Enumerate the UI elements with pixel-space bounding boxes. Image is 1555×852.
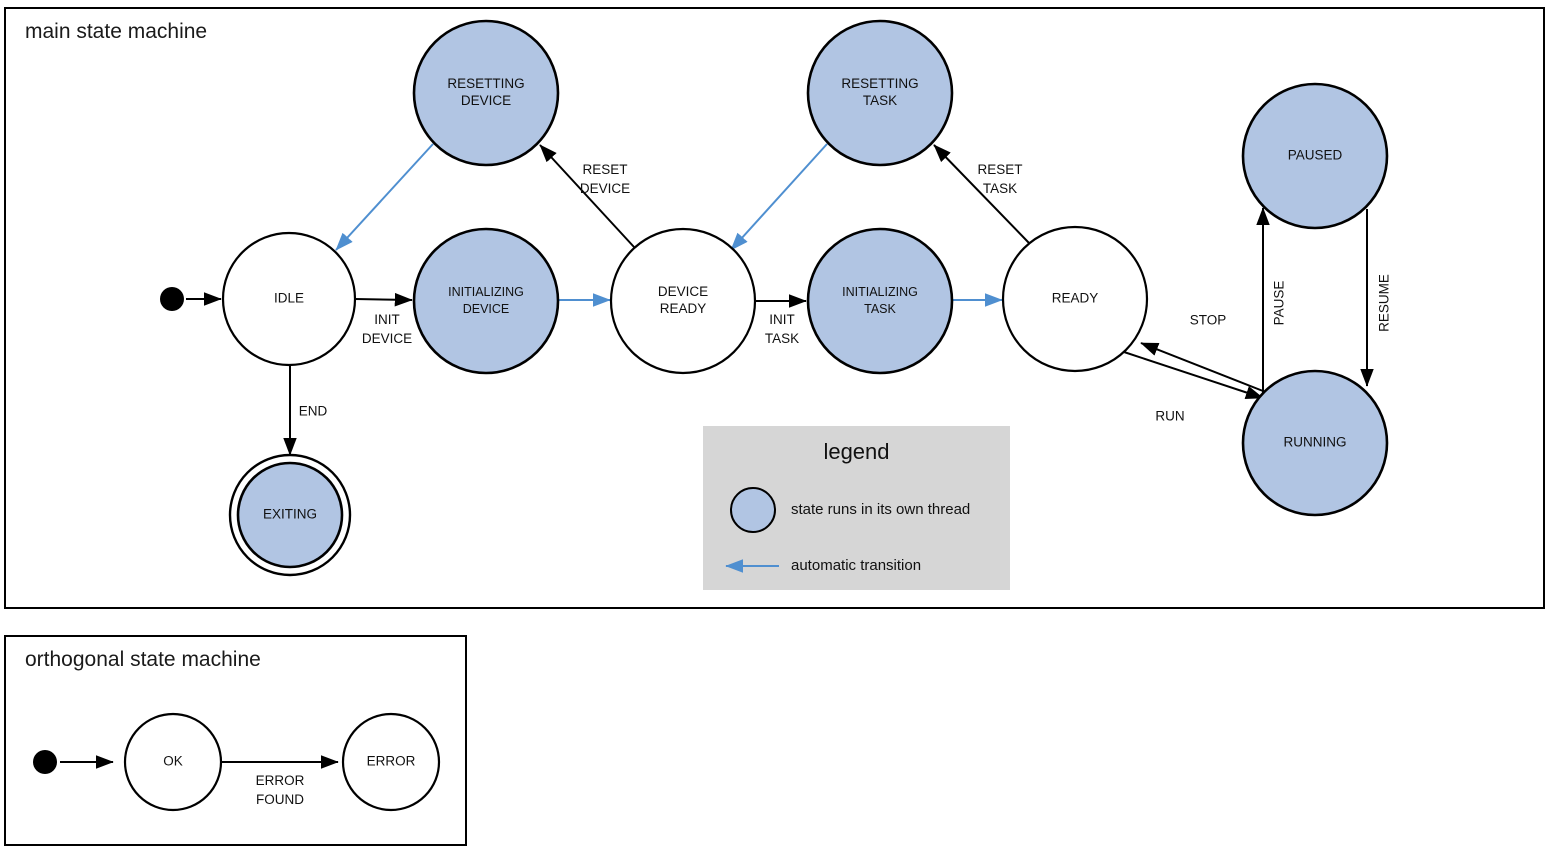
state-node-initializing-task[interactable]: INITIALIZING TASK [806, 227, 954, 375]
state-label-initializing-device: INITIALIZING [448, 285, 524, 299]
state-node-device-ready[interactable]: DEVICE READY [609, 227, 757, 375]
state-node-ok[interactable]: OK [123, 712, 223, 812]
transition-line-resetting-device-auto[interactable] [335, 143, 434, 251]
state-label-initializing-device: DEVICE [463, 302, 510, 316]
state-label-initializing-task: INITIALIZING [842, 285, 918, 299]
state-node-resetting-device[interactable]: RESETTING DEVICE [412, 19, 560, 167]
state-circle-paused[interactable] [1241, 82, 1389, 230]
transition-label-paused-resume-running: RESUME [1377, 274, 1392, 332]
state-node-error[interactable]: ERROR [341, 712, 441, 812]
main-state-machine-initial-pseudostate[interactable] [160, 287, 184, 311]
transition-reset-task[interactable]: RESET TASK [933, 144, 1030, 244]
legend-title: legend [823, 439, 889, 464]
state-label-ok: OK [163, 754, 183, 769]
transition-paused-resume-running[interactable]: RESUME [1360, 209, 1392, 387]
legend-label-thread-state: state runs in its own thread [791, 501, 970, 518]
state-label-idle: IDLE [274, 291, 304, 306]
transition-label-device-ready-init-task: INIT [769, 312, 795, 327]
state-label-resetting-task: TASK [863, 93, 897, 108]
transition-resetting-device-auto[interactable] [335, 143, 434, 251]
state-label-ready: READY [1052, 291, 1099, 306]
state-circle-resetting-device[interactable] [412, 19, 560, 167]
state-label-paused: PAUSED [1288, 148, 1343, 163]
transition-ready-run-running[interactable]: RUN [1123, 351, 1264, 424]
transition-label-reset-task: TASK [983, 181, 1017, 196]
state-circle-exiting[interactable] [236, 461, 344, 569]
state-label-device-ready: DEVICE [658, 284, 708, 299]
state-node-paused[interactable]: PAUSED [1241, 82, 1389, 230]
orthogonal-state-machine-title: orthogonal state machine [25, 648, 261, 671]
state-circle-resetting-task[interactable] [806, 19, 954, 167]
transition-label-reset-device: DEVICE [580, 181, 630, 196]
state-label-exiting: EXITING [263, 507, 317, 522]
transition-label-running-stop-ready: STOP [1190, 313, 1227, 328]
transition-running-stop-ready[interactable]: STOP [1140, 313, 1264, 392]
state-node-ready[interactable]: READY [1001, 225, 1149, 373]
legend-label-auto-transition: automatic transition [791, 557, 921, 574]
state-label-error: ERROR [367, 754, 416, 769]
transition-line-resetting-task-auto[interactable] [730, 143, 828, 251]
transition-running-pause-paused[interactable]: PAUSE [1256, 207, 1287, 393]
state-circle-error[interactable] [341, 712, 441, 812]
transition-label-reset-task: RESET [977, 162, 1022, 177]
transition-resetting-task-auto[interactable] [730, 143, 828, 251]
transition-label-running-pause-paused: PAUSE [1272, 281, 1287, 326]
legend-thread-state-swatch [730, 487, 776, 533]
state-label-resetting-task: RESETTING [841, 76, 918, 91]
transition-label-idle-init-device: INIT [374, 312, 400, 327]
state-node-idle[interactable]: IDLE [221, 231, 357, 367]
state-circle-idle[interactable] [221, 231, 357, 367]
transition-reset-device[interactable]: RESET DEVICE [539, 144, 635, 248]
transition-idle-init-device[interactable]: INIT DEVICE [354, 292, 413, 346]
transition-label-device-ready-init-task: TASK [765, 331, 799, 346]
transition-label-idle-end-exiting: END [299, 404, 328, 419]
transition-line-reset-device[interactable] [539, 144, 635, 248]
state-circle-initializing-task[interactable] [806, 227, 954, 375]
transition-idle-end-exiting[interactable]: END [283, 366, 328, 456]
transition-device-ready-init-task[interactable]: INIT TASK [755, 294, 807, 346]
transition-label-ready-run-running: RUN [1155, 409, 1184, 424]
state-circle-initializing-device[interactable] [412, 227, 560, 375]
transition-label-ok-error-found: ERROR [256, 773, 305, 788]
transition-label-ok-error-found: FOUND [256, 792, 304, 807]
main-state-machine-title: main state machine [25, 20, 207, 43]
transition-line-idle-init-device[interactable] [354, 292, 413, 307]
state-circle-running[interactable] [1241, 369, 1389, 517]
state-label-initializing-task: TASK [864, 302, 896, 316]
state-node-resetting-task[interactable]: RESETTING TASK [806, 19, 954, 167]
state-circle-ready[interactable] [1001, 225, 1149, 373]
transition-line-reset-task[interactable] [933, 144, 1030, 244]
state-label-resetting-device: RESETTING [447, 76, 524, 91]
transition-line-running-stop-ready[interactable] [1140, 342, 1264, 392]
state-label-device-ready: READY [660, 301, 707, 316]
state-circle-ok[interactable] [123, 712, 223, 812]
state-label-running: RUNNING [1284, 435, 1347, 450]
state-circle-device-ready[interactable] [609, 227, 757, 375]
state-node-exiting[interactable]: EXITING [228, 453, 352, 577]
orthogonal-state-machine-initial-pseudostate[interactable] [33, 750, 57, 774]
state-node-running[interactable]: RUNNING [1241, 369, 1389, 517]
transition-line-ready-run-running[interactable] [1123, 351, 1264, 400]
transition-label-reset-device: RESET [582, 162, 627, 177]
state-label-resetting-device: DEVICE [461, 93, 511, 108]
state-node-initializing-device[interactable]: INITIALIZING DEVICE [412, 227, 560, 375]
transition-label-idle-init-device: DEVICE [362, 331, 412, 346]
transition-ok-error-found[interactable]: ERROR FOUND [221, 755, 339, 807]
legend: legend state runs in its own thread automa… [703, 426, 1010, 590]
